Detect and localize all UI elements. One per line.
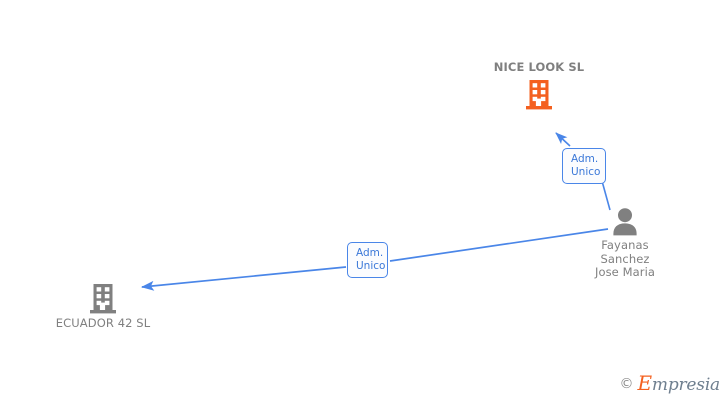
copyright-icon: © [619,375,634,392]
empresia-logo-rest: mpresia [651,375,720,395]
node-ecuador-42-sl[interactable]: ECUADOR 42 SL [23,283,183,331]
node-ecuador-42-sl-label: ECUADOR 42 SL [55,316,151,330]
empresia-logo: Empresia [638,373,721,394]
empresia-logo-initial: E [637,371,653,395]
building-icon [90,284,116,314]
person-icon [613,208,637,236]
node-person-fayanas-sanchez-jose-maria[interactable]: Fayanas Sanchez Jose Maria [545,207,705,280]
empresia-watermark: © Empresia [620,373,721,394]
building-icon [526,79,552,109]
edge-label-adm-unico-ecuador[interactable]: Adm. Unico [347,242,388,278]
node-person-label: Fayanas Sanchez Jose Maria [594,238,656,280]
edge-label-adm-unico-nice-look[interactable]: Adm. Unico [562,148,606,184]
node-nice-look-sl-label: NICE LOOK SL [493,60,585,74]
node-nice-look-sl[interactable]: NICE LOOK SL [459,60,619,110]
